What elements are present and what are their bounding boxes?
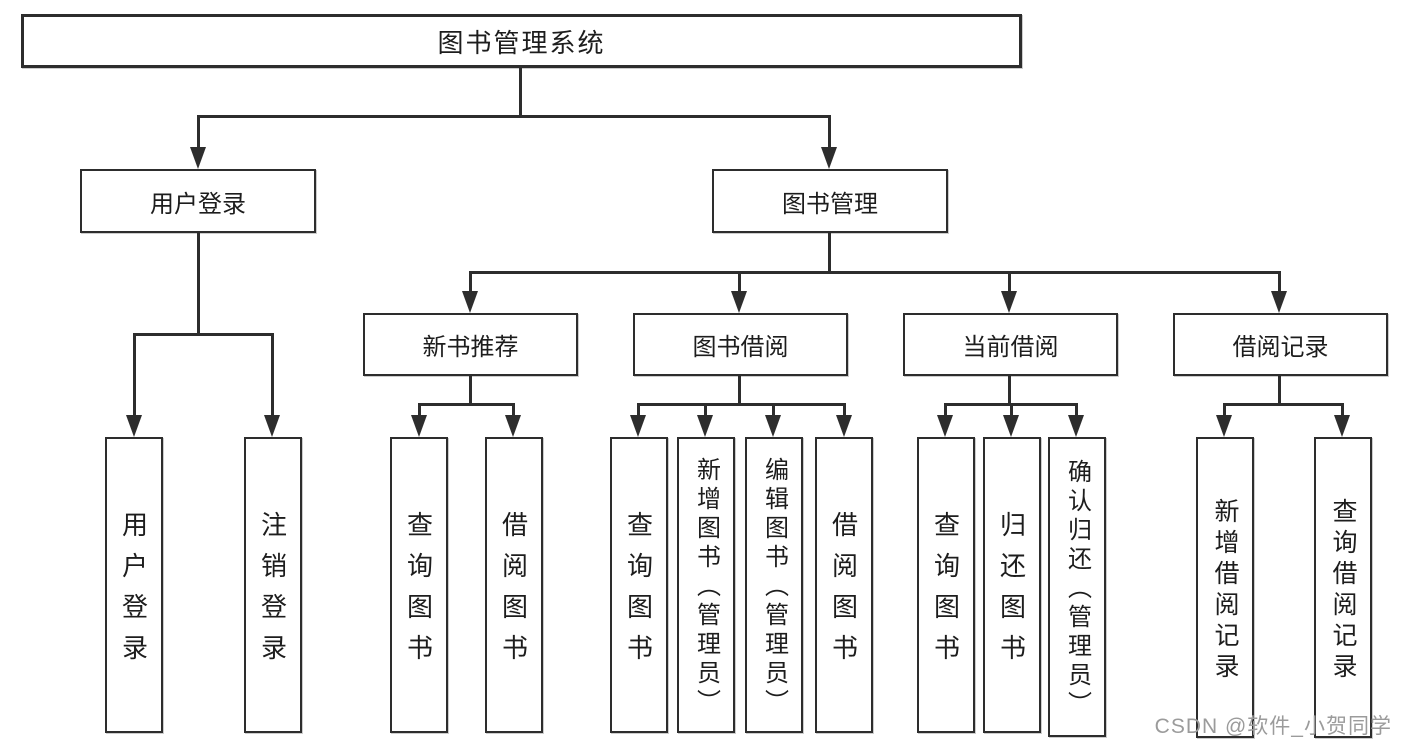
connector-line bbox=[512, 403, 515, 417]
leaf-query-books-recommend: 查询图书 bbox=[390, 437, 448, 733]
leaf-borrow-books-recommend: 借阅图书 bbox=[485, 437, 543, 733]
connector-line bbox=[197, 115, 200, 149]
arrow-down-icon bbox=[731, 291, 747, 313]
connector-line bbox=[1341, 403, 1344, 417]
leaf-add-borrow-record: 新增借阅记录 bbox=[1196, 437, 1254, 738]
leaf-add-books-admin: 新增图书（管理员） bbox=[677, 437, 735, 733]
connector-line bbox=[637, 403, 846, 406]
connector-line bbox=[133, 333, 274, 336]
leaf-query-borrow-record: 查询借阅记录 bbox=[1314, 437, 1372, 738]
connector-line bbox=[738, 271, 741, 293]
connector-line bbox=[772, 403, 775, 417]
arrow-down-icon bbox=[937, 415, 953, 437]
connector-line bbox=[1278, 376, 1281, 405]
connector-line bbox=[843, 403, 846, 417]
arrow-down-icon bbox=[1003, 415, 1019, 437]
connector-line bbox=[1223, 403, 1226, 417]
leaf-return-books: 归还图书 bbox=[983, 437, 1041, 733]
node-book-borrowing: 图书借阅 bbox=[633, 313, 848, 376]
connector-line bbox=[828, 233, 831, 274]
arrow-down-icon bbox=[1334, 415, 1350, 437]
connector-line bbox=[828, 115, 831, 149]
arrow-down-icon bbox=[1068, 415, 1084, 437]
arrow-down-icon bbox=[462, 291, 478, 313]
connector-line bbox=[944, 403, 947, 417]
arrow-down-icon bbox=[836, 415, 852, 437]
arrow-down-icon bbox=[765, 415, 781, 437]
arrow-down-icon bbox=[630, 415, 646, 437]
node-user-login: 用户登录 bbox=[80, 169, 316, 233]
arrow-down-icon bbox=[1216, 415, 1232, 437]
connector-line bbox=[519, 68, 522, 118]
leaf-user-login: 用户登录 bbox=[105, 437, 163, 733]
connector-line bbox=[418, 403, 515, 406]
connector-line bbox=[469, 376, 472, 405]
arrow-down-icon bbox=[505, 415, 521, 437]
arrow-down-icon bbox=[126, 415, 142, 437]
node-new-book-recommend: 新书推荐 bbox=[363, 313, 578, 376]
connector-line bbox=[1278, 271, 1281, 293]
leaf-query-books-borrowing: 查询图书 bbox=[610, 437, 668, 733]
connector-line bbox=[469, 271, 1281, 274]
connector-line bbox=[738, 376, 741, 405]
connector-line bbox=[133, 333, 136, 417]
connector-line bbox=[197, 233, 200, 335]
leaf-edit-books-admin: 编辑图书（管理员） bbox=[745, 437, 803, 733]
watermark: CSDN @软件_小贺同学 bbox=[1154, 715, 1392, 738]
connector-line bbox=[418, 403, 421, 417]
node-borrow-records: 借阅记录 bbox=[1173, 313, 1388, 376]
arrow-down-icon bbox=[1271, 291, 1287, 313]
connector-line bbox=[704, 403, 707, 417]
connector-line bbox=[197, 115, 831, 118]
leaf-confirm-return-admin: 确认归还（管理员） bbox=[1048, 437, 1106, 737]
arrow-down-icon bbox=[821, 147, 837, 169]
arrow-down-icon bbox=[264, 415, 280, 437]
node-library-system: 图书管理系统 bbox=[21, 14, 1022, 68]
leaf-borrow-books-borrowing: 借阅图书 bbox=[815, 437, 873, 733]
connector-line bbox=[1010, 403, 1013, 417]
connector-line bbox=[469, 271, 472, 293]
node-book-management: 图书管理 bbox=[712, 169, 948, 233]
node-current-borrowing: 当前借阅 bbox=[903, 313, 1118, 376]
arrow-down-icon bbox=[190, 147, 206, 169]
arrow-down-icon bbox=[697, 415, 713, 437]
connector-line bbox=[271, 333, 274, 417]
leaf-logout-login: 注销登录 bbox=[244, 437, 302, 733]
connector-line bbox=[1223, 403, 1344, 406]
connector-line bbox=[1008, 271, 1011, 293]
arrow-down-icon bbox=[411, 415, 427, 437]
connector-line bbox=[637, 403, 640, 417]
leaf-query-books-current: 查询图书 bbox=[917, 437, 975, 733]
connector-line bbox=[1075, 403, 1078, 417]
connector-line bbox=[1008, 376, 1011, 405]
arrow-down-icon bbox=[1001, 291, 1017, 313]
